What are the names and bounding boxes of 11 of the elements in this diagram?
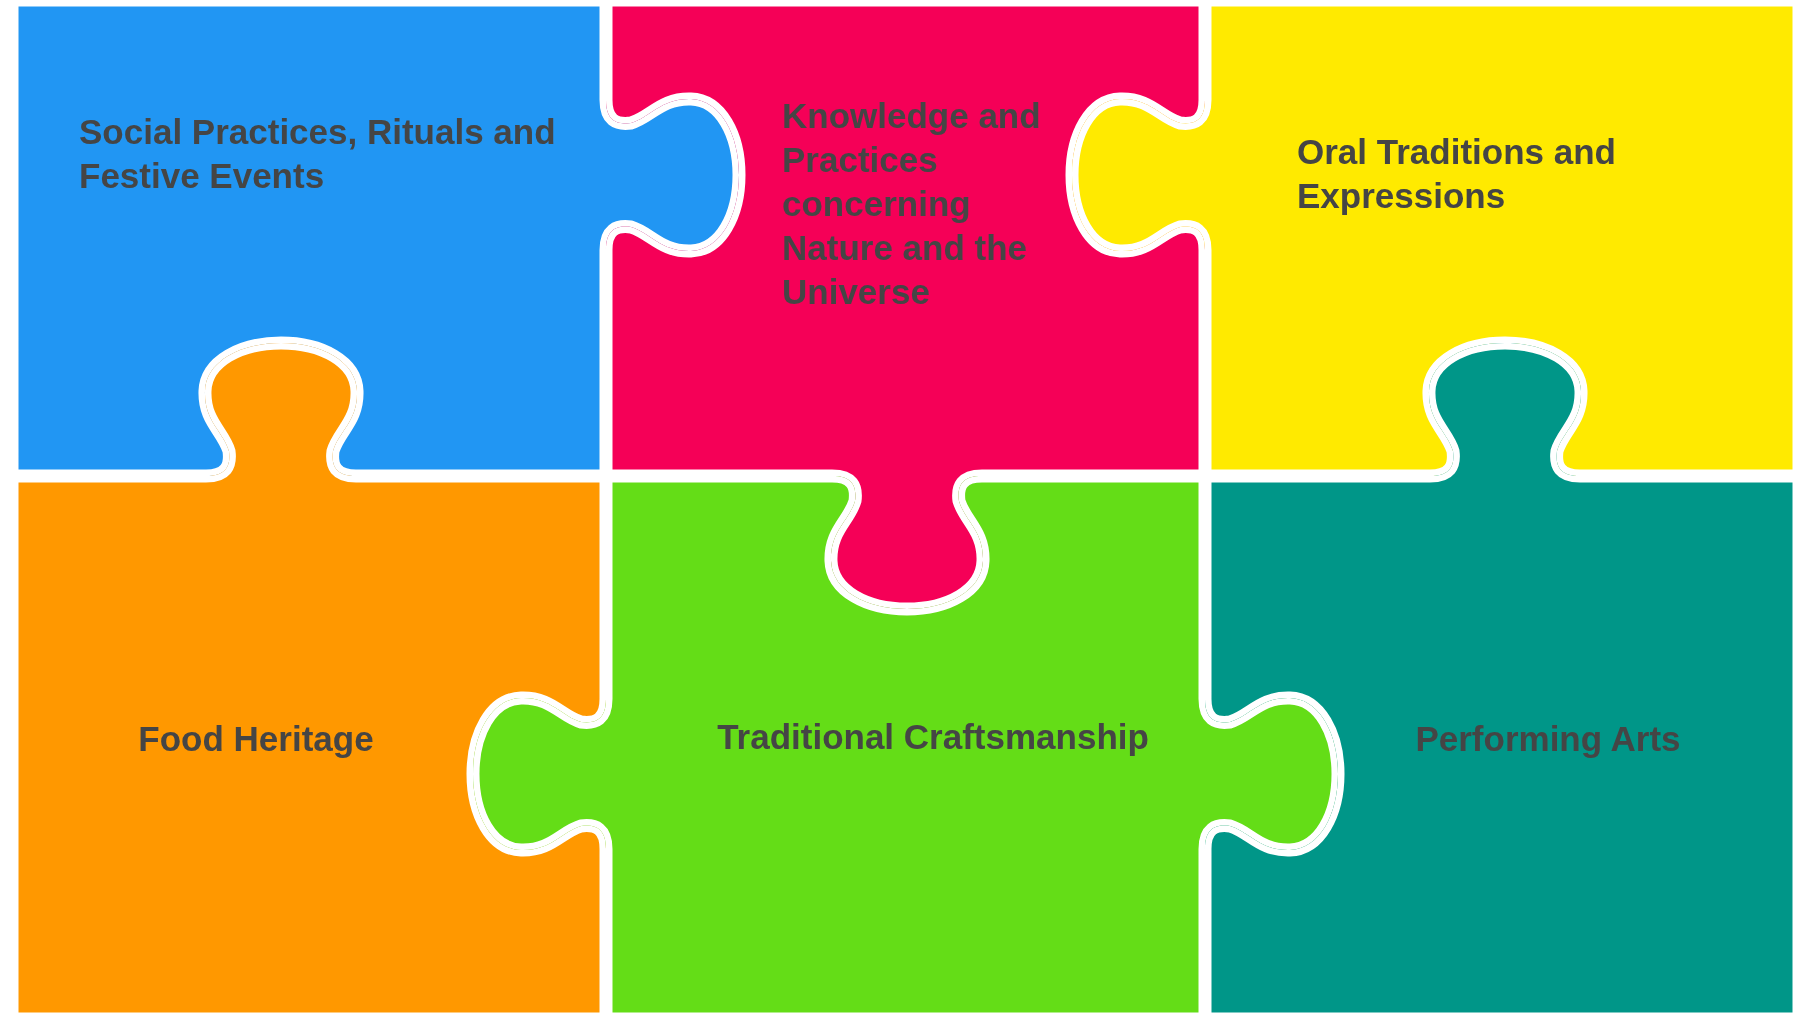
category-label: Social Practices, Rituals and Festive Events	[79, 111, 557, 197]
category-label: Performing Arts	[1415, 718, 1681, 760]
puzzle-piece	[12, 343, 606, 1019]
puzzle-piece	[473, 476, 1338, 1019]
puzzle-piece	[1072, 0, 1799, 476]
puzzle-piece	[12, 0, 739, 476]
category-label: Oral Traditions and Expressions	[1297, 131, 1617, 217]
category-label: Traditional Craftsmanship	[717, 716, 1149, 758]
puzzle-piece	[1205, 343, 1799, 1019]
category-label: Knowledge and Practices concerning Nature and the Universe	[782, 95, 1042, 313]
category-label: Food Heritage	[138, 718, 374, 760]
